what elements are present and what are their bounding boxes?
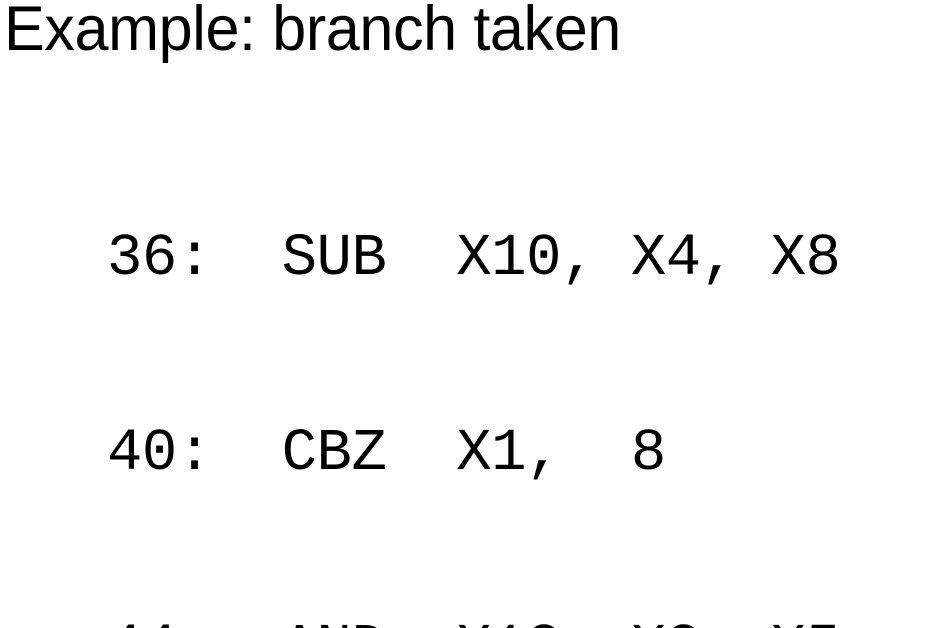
code-line: 44: AND X12, X2, X5	[107, 616, 875, 628]
page-title: Example: branch taken	[4, 0, 621, 64]
code-listing: 36: SUB X10, X4, X8 40: CBZ X1, 8 44: AN…	[107, 96, 875, 628]
code-line: 40: CBZ X1, 8	[107, 420, 666, 487]
code-line: 36: SUB X10, X4, X8	[107, 225, 841, 292]
